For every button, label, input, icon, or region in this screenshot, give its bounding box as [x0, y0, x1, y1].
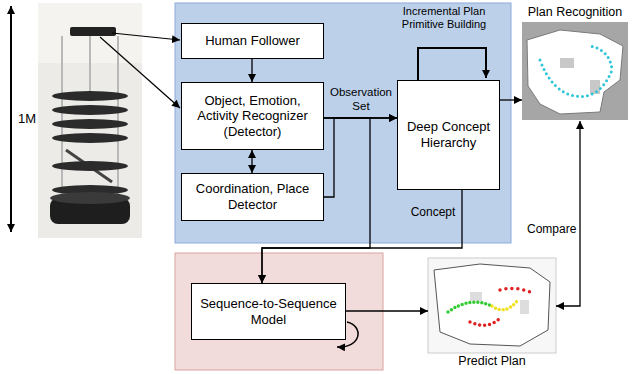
connector-arrow	[346, 310, 428, 311]
process-box: Deep Concept Hierarchy	[397, 80, 500, 190]
connector-arrow	[251, 59, 252, 82]
robot-photo	[38, 3, 142, 238]
node-text: Coordination, Place Detector	[188, 181, 317, 212]
process-box: Sequence-to-Sequence Model	[191, 283, 346, 340]
loop-arrow	[418, 48, 486, 80]
height-arrow	[10, 6, 12, 232]
map-panel: Predict Plan	[428, 258, 556, 370]
recognition-map	[522, 22, 628, 120]
system-panel	[175, 3, 511, 243]
map-heading: Plan Recognition	[528, 5, 623, 21]
node-text: Sequence-to-Sequence Model	[198, 296, 339, 327]
plain-label: Observation Set	[328, 86, 394, 114]
connector-arrow	[556, 121, 580, 306]
connector-arrow	[324, 118, 397, 197]
prediction-map	[428, 258, 556, 353]
process-box: Human Follower	[181, 23, 324, 59]
connector-arrow	[500, 99, 522, 100]
sensor-arrow	[100, 37, 180, 108]
plain-label: 1M	[16, 111, 38, 127]
plain-label: Incremental Plan Primitive Building	[381, 5, 507, 31]
edge-label: Compare	[526, 222, 577, 236]
plain-label: Concept	[408, 205, 458, 219]
map-heading: Predict Plan	[458, 354, 525, 370]
connector-arrow	[251, 150, 252, 173]
process-box: Coordination, Place Detector	[181, 173, 324, 221]
map-panel: Plan Recognition	[522, 5, 628, 121]
node-text: Object, Emotion, Activity Recognizer (De…	[188, 93, 317, 140]
process-box: Object, Emotion, Activity Recognizer (De…	[181, 82, 324, 150]
node-text: Deep Concept Hierarchy	[404, 119, 493, 150]
node-text: Human Follower	[205, 33, 300, 49]
sensor-arrow	[112, 33, 180, 40]
